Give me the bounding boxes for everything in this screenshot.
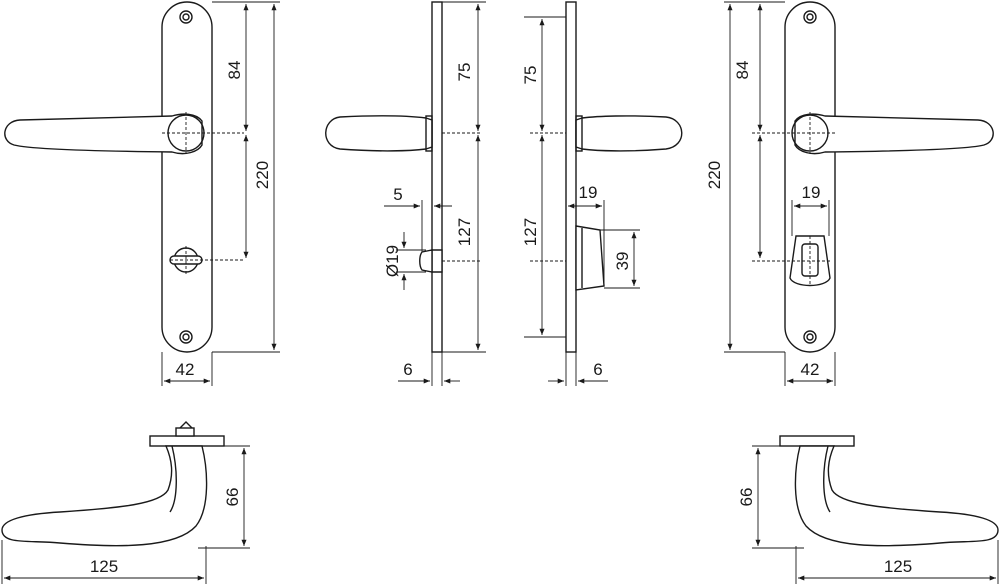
dim-19-front: 19 xyxy=(802,183,821,202)
lever-handle-left xyxy=(4,113,203,155)
handle-top-view-left: 66 125 xyxy=(1,421,250,584)
thumb-knob-side xyxy=(431,249,443,273)
dim-220-left: 220 xyxy=(253,161,272,189)
dim-19-side: 19 xyxy=(579,183,598,202)
lever-top-left xyxy=(1,445,208,547)
cylinder-knob-side xyxy=(575,225,605,291)
dim-dia-19: Ø19 xyxy=(383,245,402,277)
dim-84-left: 84 xyxy=(225,61,244,80)
front-view-right: 84 220 19 42 xyxy=(705,1,994,386)
lever-top-right xyxy=(794,445,999,547)
dim-5: 5 xyxy=(393,185,402,204)
dim-125-right: 125 xyxy=(884,557,912,576)
side-view-right: 75 127 19 39 6 xyxy=(521,1,683,386)
dim-84-right: 84 xyxy=(733,61,752,80)
screw-top-right xyxy=(803,10,817,24)
dim-75-right: 75 xyxy=(521,66,540,85)
dim-127-right: 127 xyxy=(521,218,540,246)
handle-top-view-right: 66 125 xyxy=(737,435,999,584)
front-view-left: 84 220 42 xyxy=(4,1,280,386)
dim-220-right: 220 xyxy=(705,161,724,189)
backplate-right xyxy=(784,1,836,353)
dim-6-right: 6 xyxy=(593,360,602,379)
dim-42-right: 42 xyxy=(801,360,820,379)
dim-6-left: 6 xyxy=(403,360,412,379)
dim-42-left: 42 xyxy=(176,360,195,379)
lever-side-left xyxy=(325,115,433,152)
screw-top-left xyxy=(179,10,193,24)
dim-125-left: 125 xyxy=(90,557,118,576)
backplate-side-right xyxy=(565,1,577,353)
lever-side-right xyxy=(575,115,683,152)
side-view-left: 75 127 5 Ø19 6 xyxy=(325,1,486,386)
dim-127-left: 127 xyxy=(455,218,474,246)
dim-66-left: 66 xyxy=(223,488,242,507)
rose-left xyxy=(149,435,225,447)
dim-75-left: 75 xyxy=(455,63,474,82)
dim-39: 39 xyxy=(613,252,632,271)
backplate-side-left xyxy=(431,1,443,353)
screw-bottom-right xyxy=(803,330,817,344)
dim-66-right: 66 xyxy=(737,488,756,507)
screw-bottom-left xyxy=(179,330,193,344)
rose-right xyxy=(779,435,855,447)
lever-handle-right xyxy=(794,113,994,155)
backplate-left xyxy=(161,1,213,353)
